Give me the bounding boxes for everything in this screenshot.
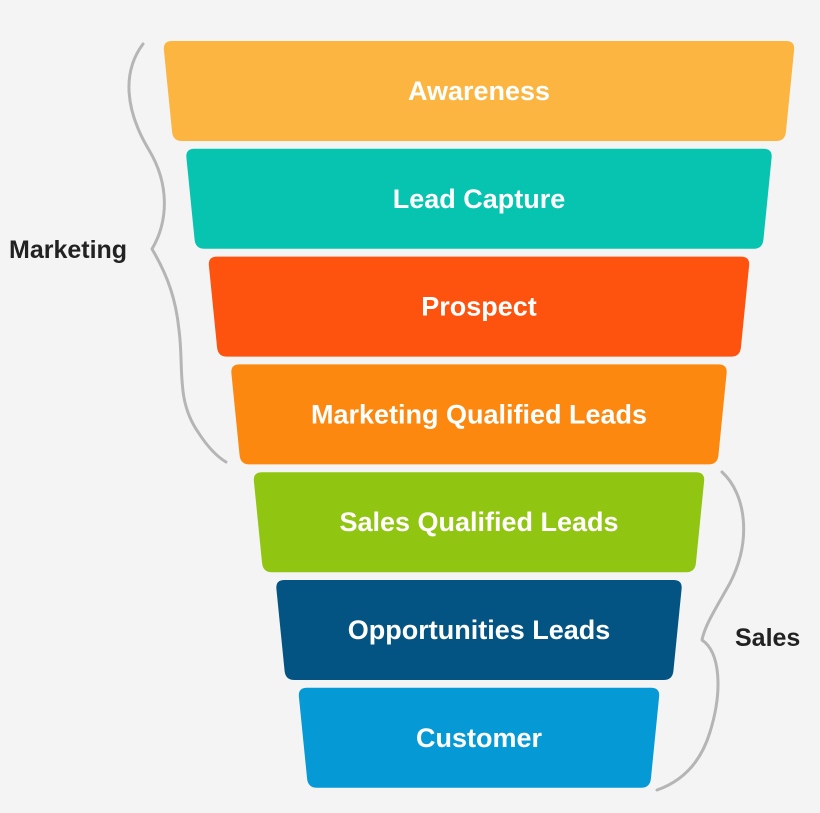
- funnel-stage-prospect: Prospect: [208, 256, 750, 357]
- funnel-stage-marketing-qualified-leads: Marketing Qualified Leads: [231, 364, 727, 465]
- funnel-stage-opportunities-leads: Opportunities Leads: [276, 580, 682, 680]
- funnel-stage-label: Customer: [416, 723, 543, 753]
- funnel-stage-shape: [298, 687, 660, 788]
- marketing-brace: [127, 42, 228, 464]
- funnel-stage-shape: [163, 41, 795, 141]
- marketing-group-label: Marketing: [9, 236, 128, 264]
- funnel-stage-label: Prospect: [421, 292, 537, 322]
- funnel-stage-shape: [208, 256, 750, 357]
- funnel-stage-customer: Customer: [298, 687, 660, 788]
- sales-group-label: Sales: [735, 624, 801, 652]
- funnel-stage-label: Lead Capture: [393, 184, 566, 214]
- funnel-stage-shape: [186, 148, 772, 249]
- funnel-stage-shape: [231, 364, 727, 465]
- funnel-stage-awareness: Awareness: [163, 41, 795, 141]
- funnel-stage-shape: [253, 472, 705, 573]
- sales-brace: [655, 470, 746, 792]
- funnel-stage-lead-capture: Lead Capture: [186, 148, 772, 249]
- funnel-stage-label: Sales Qualified Leads: [339, 507, 618, 537]
- funnel-stage-label: Marketing Qualified Leads: [311, 399, 647, 429]
- funnel-stage-sales-qualified-leads: Sales Qualified Leads: [253, 472, 705, 573]
- funnel-stage-label: Opportunities Leads: [348, 615, 611, 645]
- funnel-stage-label: Awareness: [408, 76, 550, 106]
- funnel-stage-shape: [276, 580, 682, 680]
